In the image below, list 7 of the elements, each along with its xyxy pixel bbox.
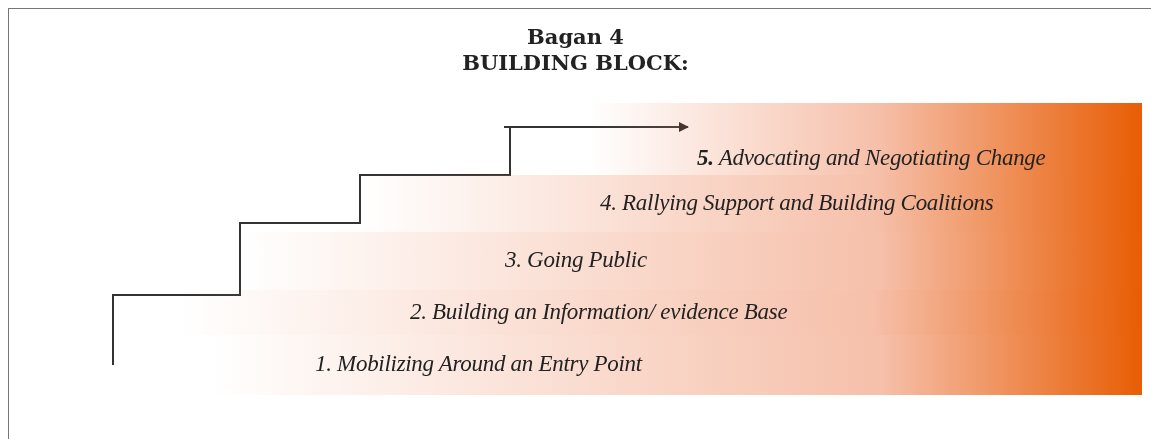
step-label: 5. Advocating and Negotiating Change	[697, 145, 1046, 171]
title: Bagan 4	[527, 24, 624, 49]
step-label: 1. Mobilizing Around an Entry Point	[315, 351, 642, 377]
step-label: 4. Rallying Support and Building Coalitions	[600, 190, 994, 216]
step-label: 3. Going Public	[505, 247, 647, 273]
step-label: 2. Building an Information/ evidence Base	[410, 299, 788, 325]
subtitle: BUILDING BLOCK:	[462, 50, 689, 75]
